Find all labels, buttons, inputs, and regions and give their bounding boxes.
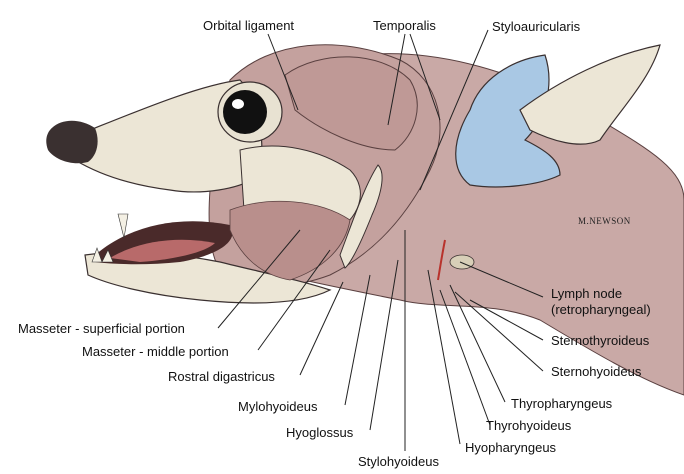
leader-masseter-middle [257, 249, 331, 351]
label-lymph-node-sub: (retropharyngeal) [551, 302, 651, 317]
leader-masseter-superficial [217, 229, 301, 329]
leader-lymph-node [459, 261, 544, 298]
leader-hyopharyngeus [427, 269, 461, 445]
leader-sternohyoideus [454, 291, 544, 372]
label-lymph-node: Lymph node [551, 286, 623, 301]
ear-cartilage [455, 54, 561, 188]
leader-temporalis-b [409, 33, 441, 121]
label-thyrohyoideus: Thyrohyoideus [486, 418, 572, 433]
label-orbital-ligament: Orbital ligament [203, 18, 295, 33]
masseter-superficial [229, 200, 351, 281]
artist-signature: M.NEWSON [578, 216, 631, 226]
nose [46, 120, 98, 164]
label-mylohyoideus: Mylohyoideus [238, 399, 318, 414]
leader-lines [217, 29, 544, 451]
ear-flap [519, 44, 661, 145]
upper-canine [117, 213, 129, 239]
leader-hyoglossus [369, 259, 399, 431]
label-stylohyoideus: Stylohyoideus [358, 454, 439, 469]
leader-temporalis-a [387, 33, 406, 126]
leader-rostral-digastricus [299, 281, 344, 376]
blood-vessel [437, 239, 446, 281]
label-temporalis: Temporalis [373, 18, 436, 33]
label-thyropharyngeus: Thyropharyngeus [511, 396, 613, 411]
leader-sternothyroideus [469, 299, 544, 341]
hyoid-bone [339, 164, 383, 269]
temporalis-muscle [284, 56, 418, 151]
leader-thyropharyngeus [449, 284, 506, 403]
label-hyopharyngeus: Hyopharyngeus [465, 440, 557, 455]
leader-thyrohyoideus [439, 289, 491, 426]
label-hyoglossus: Hyoglossus [286, 425, 354, 440]
leader-orbital-ligament [267, 33, 299, 111]
label-sternohyoideus: Sternohyoideus [551, 364, 642, 379]
label-masseter-superficial: Masseter - superficial portion [18, 321, 185, 336]
eye [223, 90, 267, 134]
tongue [110, 239, 215, 262]
leader-styloauricularis [419, 29, 489, 191]
label-sternothyroideus: Sternothyroideus [551, 333, 650, 348]
eye-highlight [232, 99, 244, 109]
label-masseter-middle: Masseter - middle portion [82, 344, 229, 359]
leader-mylohyoideus [344, 274, 371, 406]
label-rostral-digastricus: Rostral digastricus [168, 369, 275, 384]
label-styloauricularis: Styloauricularis [492, 19, 581, 34]
lower-teeth [91, 247, 114, 263]
